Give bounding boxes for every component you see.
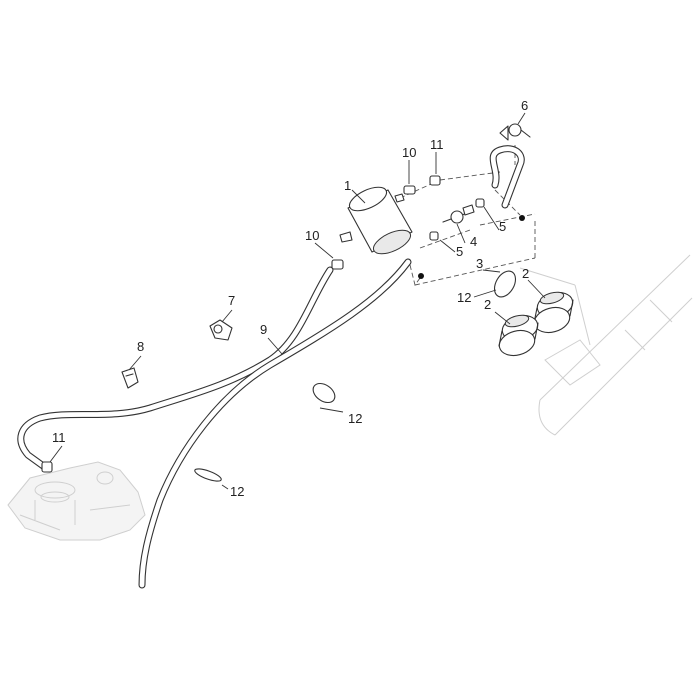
fitting-part-10-upper [403, 185, 416, 195]
tie-part-12-bottom [194, 468, 222, 482]
callout-4: 4 [470, 234, 477, 249]
canister-part-1 [339, 186, 413, 255]
ghost-fuel-tank [7, 461, 146, 541]
u-hose [489, 145, 525, 209]
callout-9: 9 [260, 322, 267, 337]
callout-8: 8 [137, 339, 144, 354]
connector-part-5-upper [475, 198, 485, 208]
callout-5-left: 5 [456, 244, 463, 259]
fitting-part-10-lower [331, 259, 344, 270]
reference-dot-lower [418, 273, 424, 279]
callout-10-upper: 10 [402, 145, 416, 160]
callout-11-lower: 11 [52, 430, 66, 445]
hose-part-9 [17, 258, 412, 589]
valve-part-4 [442, 204, 475, 224]
callout-12-middle: 12 [348, 411, 362, 426]
clip-part-8 [121, 367, 139, 389]
callout-10-lower: 10 [305, 228, 319, 243]
callout-7: 7 [228, 293, 235, 308]
assembly-guide-lines [399, 145, 536, 287]
callout-12-bottom: 12 [230, 484, 244, 499]
clamp-part-11-lower [41, 461, 53, 473]
callout-5-right: 5 [499, 219, 506, 234]
reference-dot-upper [519, 215, 525, 221]
clamp-band-part-2-upper [533, 291, 574, 334]
callout-1: 1 [344, 178, 351, 193]
callout-2-left: 2 [484, 297, 491, 312]
callout-12-upper: 12 [457, 290, 471, 305]
callout-11-upper: 11 [430, 137, 444, 152]
bracket-part-7 [209, 319, 233, 341]
ring-part-3 [493, 270, 517, 298]
callout-6: 6 [521, 98, 528, 113]
leader-lines [49, 112, 546, 490]
callout-2-right: 2 [522, 266, 529, 281]
ghost-frame-tube [519, 254, 693, 436]
clamp-part-11-upper [429, 175, 441, 186]
callout-3: 3 [476, 256, 483, 271]
clip-part-6 [499, 123, 531, 141]
tie-part-12-middle [312, 382, 336, 404]
connector-part-5-lower [429, 231, 439, 241]
clamp-band-part-2-lower [498, 314, 539, 357]
